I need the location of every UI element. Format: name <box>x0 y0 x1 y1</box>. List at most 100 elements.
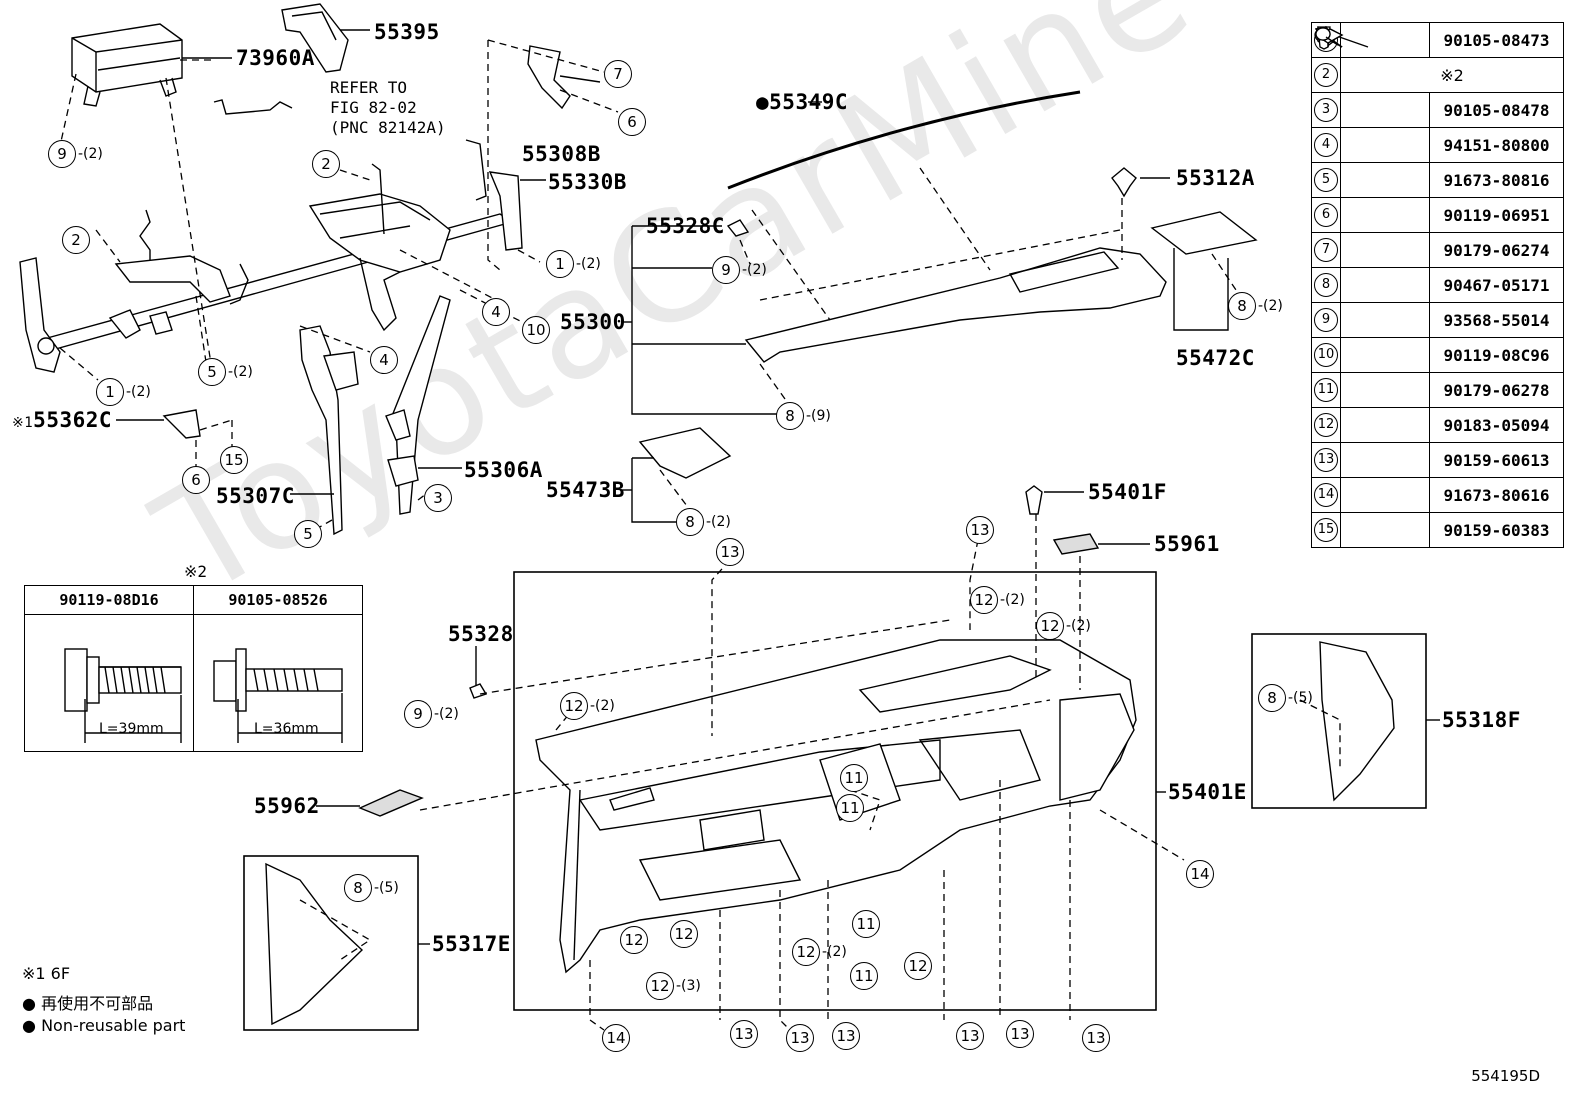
callout-qty: -(2) <box>742 262 767 278</box>
side-panel-frame-left <box>243 855 419 1031</box>
bolt-length-table: 90119-08D16 90105-08526 L=39mm <box>24 585 363 752</box>
callout-qty: -(2) <box>590 698 615 714</box>
clip-nut-icon <box>1314 27 1430 408</box>
callout-8: 8 <box>344 874 372 902</box>
callout-1: 1 <box>546 250 574 278</box>
callout-10: 10 <box>522 316 550 344</box>
part-number-cell: 94151-80800 <box>1429 127 1564 163</box>
part-label-55473b: 55473B <box>546 478 625 502</box>
solid-leaders <box>116 29 1440 945</box>
legend-en: ● Non-reusable part <box>22 1016 185 1035</box>
part-label-73960a: 73960A <box>236 46 315 70</box>
callout-8: 8 <box>1258 684 1286 712</box>
row-number-cell: 7 <box>1311 232 1341 268</box>
callout-qty: -(5) <box>1288 690 1313 706</box>
row-number-circle: 5 <box>1314 168 1338 192</box>
callout-qty: -(2) <box>434 706 459 722</box>
legend-en-text: Non-reusable part <box>41 1016 186 1035</box>
part-number-cell: 93568-55014 <box>1429 302 1564 338</box>
dash-panel-frame <box>513 571 1157 1011</box>
row-number-circle: 6 <box>1314 203 1338 227</box>
refer-note-line2: FIG 82-02 <box>330 98 417 117</box>
note1-mark: ※1 <box>12 415 34 431</box>
callout-13: 13 <box>832 1022 860 1050</box>
callout-8: 8 <box>776 402 804 430</box>
row-number-cell: 10 <box>1311 337 1341 373</box>
callout-13: 13 <box>716 538 744 566</box>
non-reusable-mark: ● <box>22 1016 36 1035</box>
refer-note-line1: REFER TO <box>330 78 408 97</box>
row-number-cell: 15 <box>1311 512 1341 548</box>
row-number-circle: 11 <box>1314 378 1338 402</box>
part-label-55401f: 55401F <box>1088 480 1167 504</box>
bolt-drawing <box>64 648 182 743</box>
callout-8: 8 <box>1228 292 1256 320</box>
row-number-circle: 3 <box>1314 98 1338 122</box>
screw-icon <box>1314 26 1430 548</box>
part-label-55328: 55328 <box>448 622 514 646</box>
nut-icon <box>1316 25 1430 163</box>
callout-13: 13 <box>966 516 994 544</box>
callout-11: 11 <box>852 910 880 938</box>
non-reusable-mark: ● <box>22 994 36 1013</box>
callout-13: 13 <box>1082 1024 1110 1052</box>
callout-8: 8 <box>676 508 704 536</box>
parts-table-row: 2※2 <box>1311 57 1564 93</box>
legend-note1: ※1 6F <box>22 964 71 983</box>
part-label-55307c: 55307C <box>216 484 295 508</box>
part-label-55312a: 55312A <box>1176 166 1255 190</box>
parts-table-row: 6 90119-06951 <box>1311 25 1564 233</box>
screw-icon <box>1314 26 1430 513</box>
callout-12: 12 <box>970 586 998 614</box>
callout-14: 14 <box>1186 860 1214 888</box>
bolt-length: L=39mm <box>99 721 164 737</box>
callout-1: 1 <box>96 378 124 406</box>
part-number-cell: 90105-08478 <box>1429 92 1564 128</box>
upper-pad-55300-drawing <box>744 247 1167 363</box>
callout-qty: -(2) <box>78 146 103 162</box>
row-number-cell: 14 <box>1311 477 1341 513</box>
row-number-cell: 12 <box>1311 407 1341 443</box>
callout-7: 7 <box>604 60 632 88</box>
figure-code: 554195D <box>1471 1067 1540 1085</box>
callout-qty: -(2) <box>126 384 151 400</box>
callout-qty: -(5) <box>374 880 399 896</box>
part-number-cell: 90105-08473 <box>1429 22 1564 58</box>
bolt-part-number: 90119-08D16 <box>24 585 194 615</box>
callout-11: 11 <box>840 764 868 792</box>
part-number-cell: 90119-06951 <box>1429 197 1564 233</box>
part-number-cell: ※2 <box>1340 57 1564 93</box>
callout-6: 6 <box>618 108 646 136</box>
bolt-icon <box>1314 25 1430 233</box>
bolt-drawing-cell: L=39mm <box>24 614 194 752</box>
callout-qty: -(2) <box>1066 618 1091 634</box>
non-reusable-mark: ● <box>756 90 770 114</box>
grille-55961-drawing <box>1052 533 1100 555</box>
callout-12: 12 <box>560 692 588 720</box>
part-number-cell: 90179-06278 <box>1429 372 1564 408</box>
callout-12: 12 <box>792 938 820 966</box>
callout-qty: -(2) <box>576 256 601 272</box>
callout-4: 4 <box>482 298 510 326</box>
legend-jp: ● 再使用不可部品 <box>22 990 153 1014</box>
fastener-parts-table: 190105-084732※2390105-08478494151-808005… <box>1311 22 1564 548</box>
bolt-icon <box>1314 25 1430 198</box>
bolt-part-number: 90105-08526 <box>193 585 363 615</box>
row-number-cell: 5 <box>1311 162 1341 198</box>
clip-55312a-drawing <box>1111 167 1137 198</box>
bolt-icon <box>1314 25 1430 373</box>
callout-qty: -(3) <box>676 978 701 994</box>
row-number-circle: 15 <box>1314 518 1338 542</box>
part-label-55330b: 55330B <box>548 170 627 194</box>
callout-qty: -(9) <box>806 408 831 424</box>
row-number-cell: 11 <box>1311 372 1341 408</box>
screw-icon <box>1314 26 1430 338</box>
part-label-55300: 55300 <box>560 310 626 334</box>
part-number-55362c: 55362C <box>33 408 113 432</box>
callout-9: 9 <box>404 700 432 728</box>
